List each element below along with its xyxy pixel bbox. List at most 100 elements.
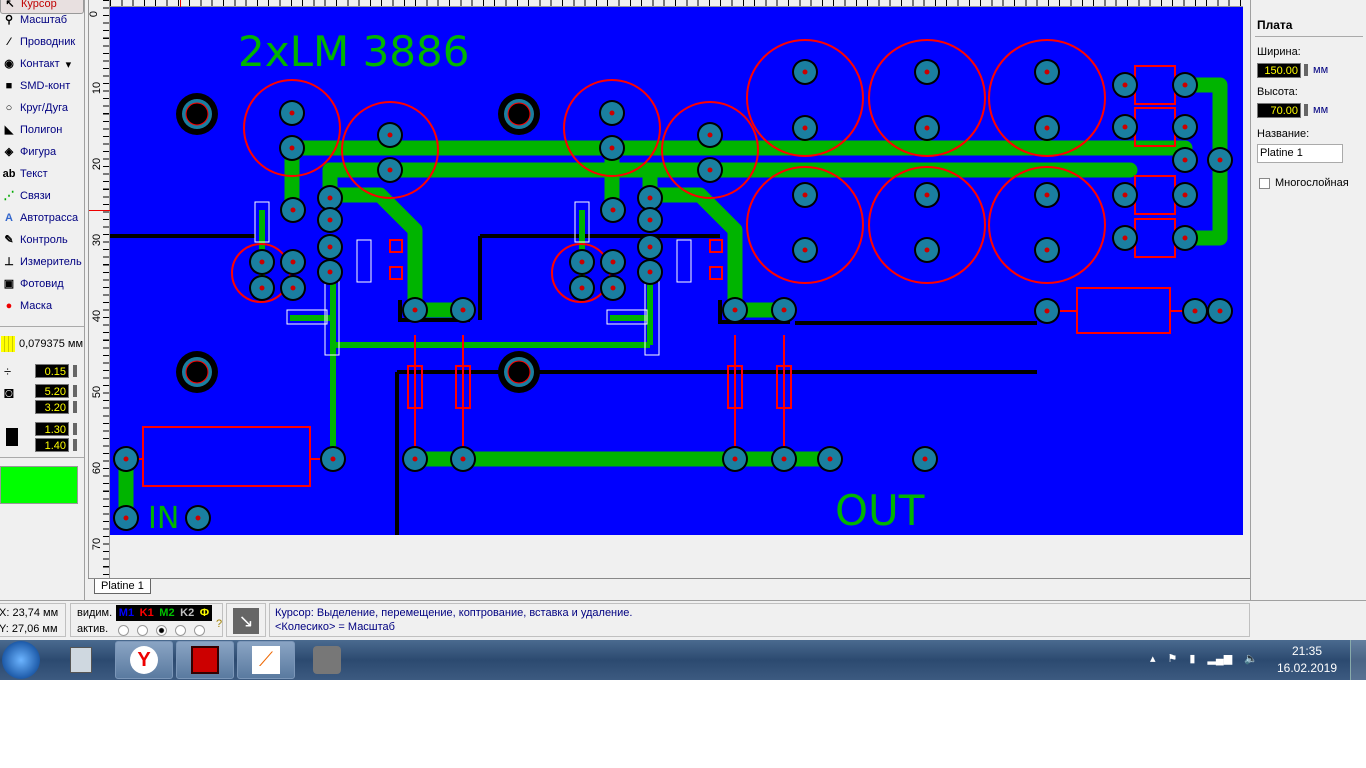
pad-drill: [1044, 308, 1050, 314]
board-height-field[interactable]: 70.00: [1257, 103, 1301, 118]
show-hidden-icons-icon[interactable]: ▴: [1150, 653, 1156, 665]
active-layer-radio[interactable]: [137, 625, 148, 636]
pad-drill: [1182, 124, 1188, 130]
start-button[interactable]: [2, 641, 40, 679]
ruler-label: 70: [91, 537, 104, 551]
pad-drill: [922, 456, 928, 462]
track-width-field[interactable]: 0.15: [35, 364, 69, 378]
tool-measure[interactable]: ⊥Измеритель: [0, 252, 84, 272]
sprint-layout-window: ↖Курсор ⚲Масштаб ⁄Проводник ◉Контакт▾ ■S…: [0, 0, 1366, 640]
smd-height-spinner[interactable]: [73, 439, 77, 451]
volume-icon[interactable]: 🔈: [1244, 653, 1258, 665]
tool-cursor[interactable]: ↖Курсор: [0, 0, 84, 14]
chevron-down-icon[interactable]: ▾: [65, 58, 72, 71]
pad-outer-spinner[interactable]: [73, 385, 77, 397]
pad-drill: [259, 259, 265, 265]
pcb-board[interactable]: 2xLM 3886 IN OUT: [110, 7, 1250, 578]
pad-drill: [802, 192, 808, 198]
pad-drill: [609, 110, 615, 116]
calculator-taskbar-icon[interactable]: [52, 641, 110, 679]
system-tray: ▴ ⚑ ▮ ▂▄▆ 🔈: [1150, 652, 1258, 665]
pad-drill: [1217, 308, 1223, 314]
pad-drill: [610, 207, 616, 213]
smd-width-spinner[interactable]: [73, 423, 77, 435]
ruler-label: 40: [91, 309, 104, 323]
action-center-flag-icon[interactable]: ⚑: [1167, 653, 1178, 665]
board-name-input[interactable]: Platine 1: [1257, 144, 1343, 163]
name-label: Название:: [1257, 128, 1310, 140]
pad-drill: [460, 307, 466, 313]
clock[interactable]: 21:35 16.02.2019: [1272, 644, 1342, 675]
pad-drill: [330, 456, 336, 462]
multilayer-checkbox[interactable]: [1259, 178, 1270, 189]
tool-track[interactable]: ⁄Проводник: [0, 32, 84, 52]
tool-check[interactable]: ✎Контроль: [0, 230, 84, 250]
pad-drill: [1044, 247, 1050, 253]
polygon-icon: ◣: [4, 124, 14, 136]
pad-drill: [802, 247, 808, 253]
yandex-browser-taskbar-button[interactable]: Y: [115, 641, 173, 679]
pad-drill: [1122, 124, 1128, 130]
layer-k2-toggle[interactable]: K2: [180, 607, 195, 619]
panel-title: Плата: [1257, 18, 1293, 32]
board-width-spinner[interactable]: [1304, 64, 1308, 76]
tab-platine-1[interactable]: Platine 1: [94, 579, 151, 594]
pad-drill: [1182, 192, 1188, 198]
pad-drill: [327, 217, 333, 223]
tool-shape[interactable]: ◈Фигура: [0, 142, 84, 162]
pad-drill: [707, 167, 713, 173]
tool-polygon[interactable]: ◣Полигон: [0, 120, 84, 140]
pad-drill: [1044, 69, 1050, 75]
layer-k1-toggle[interactable]: K1: [139, 607, 154, 619]
active-layer-radio-selected[interactable]: [156, 625, 167, 636]
clock-time: 21:35: [1291, 644, 1323, 658]
layer-f-toggle[interactable]: Ф: [199, 607, 210, 619]
grid-size[interactable]: 0,079375 мм: [19, 338, 84, 350]
pad-inner-spinner[interactable]: [73, 401, 77, 413]
tool-circle[interactable]: ○Круг/Дуга: [0, 98, 84, 118]
track-width-spinner[interactable]: [73, 365, 77, 377]
pad-drill: [289, 110, 295, 116]
hint-line-2: <Колесико> = Масштаб: [275, 621, 395, 633]
board-width-field[interactable]: 150.00: [1257, 63, 1301, 78]
pad-drill: [1192, 308, 1198, 314]
pad-drill: [1044, 125, 1050, 131]
active-layer-radio[interactable]: [175, 625, 186, 636]
layer-color-swatch[interactable]: [0, 466, 78, 504]
network-signal-icon[interactable]: ▂▄▆: [1207, 653, 1233, 665]
pad-drill: [412, 307, 418, 313]
pad-drill: [610, 259, 616, 265]
chart-app-taskbar-button[interactable]: ⟋: [237, 641, 295, 679]
help-icon[interactable]: ?: [216, 618, 223, 630]
smd-width-field[interactable]: 1.30: [35, 422, 69, 436]
layer-visibility-toggles: M1 K1 M2 K2 Ф: [116, 605, 212, 621]
height-label: Высота:: [1257, 86, 1298, 98]
show-desktop-button[interactable]: [1350, 640, 1366, 680]
layer-m1-toggle[interactable]: M1: [118, 607, 135, 619]
save-app-taskbar-button[interactable]: [176, 641, 234, 679]
check-icon: ✎: [4, 234, 14, 246]
board-height-spinner[interactable]: [1304, 104, 1308, 116]
pcb-canvas[interactable]: 2xLM 3886 IN OUT: [110, 7, 1250, 578]
pad-drill: [707, 132, 713, 138]
pad-outer-field[interactable]: 5.20: [35, 384, 69, 398]
tool-connections[interactable]: ⋰Связи: [3, 190, 51, 202]
power-icon[interactable]: ▮: [1189, 653, 1196, 665]
tool-pad[interactable]: ◉Контакт▾: [0, 54, 84, 74]
layer-m2-toggle[interactable]: M2: [159, 607, 175, 619]
active-layer-radio[interactable]: [194, 625, 205, 636]
smd-height-field[interactable]: 1.40: [35, 438, 69, 452]
tool-zoom[interactable]: ⚲Масштаб: [0, 10, 84, 30]
ruler-label: 20: [91, 157, 104, 171]
tool-mask[interactable]: ●Маска: [0, 296, 84, 316]
active-layer-radio[interactable]: [118, 625, 129, 636]
pad-drill: [1217, 157, 1223, 163]
tool-smd[interactable]: ■SMD-конт: [0, 76, 84, 96]
sprint-layout-taskbar-button[interactable]: [298, 641, 356, 679]
tool-photoview[interactable]: ▣Фотовид: [3, 278, 64, 290]
pad-inner-field[interactable]: 3.20: [35, 400, 69, 414]
grid-icon[interactable]: [1, 336, 15, 352]
pad-drill: [1122, 235, 1128, 241]
